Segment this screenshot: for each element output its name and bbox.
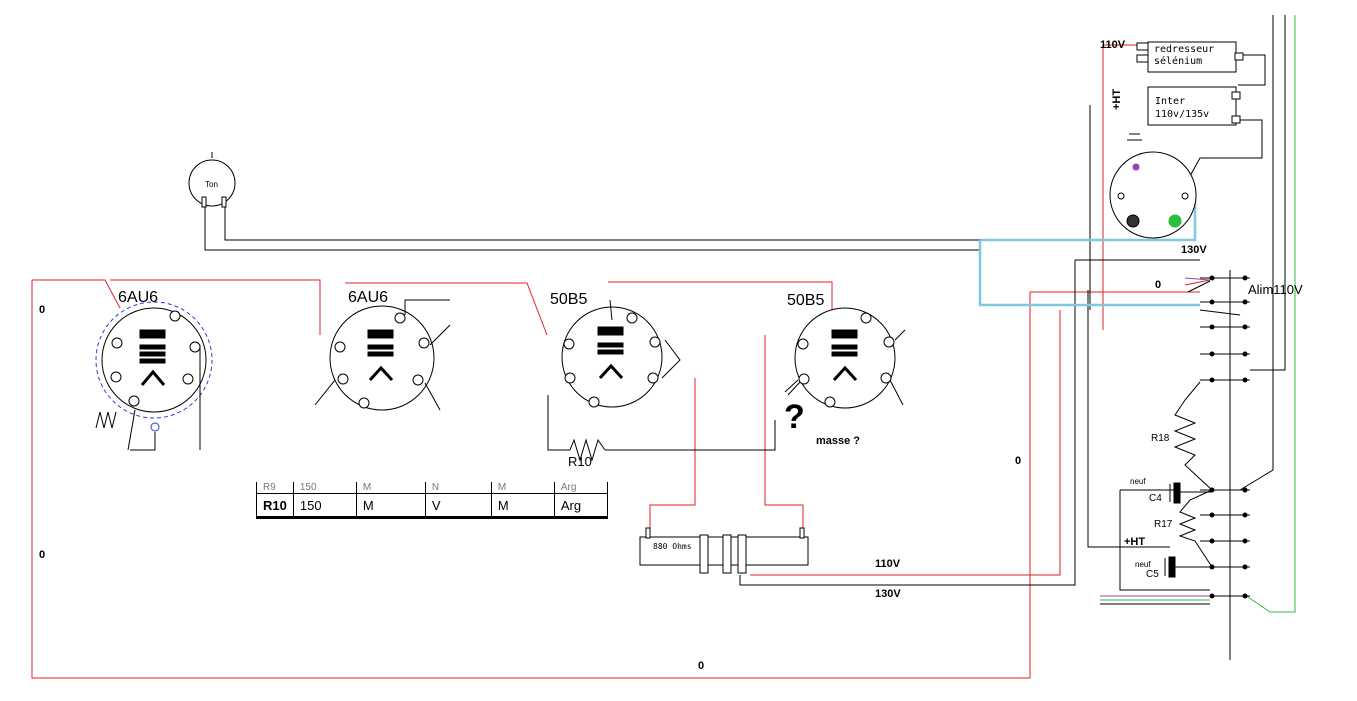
r18-resistor [1173,381,1213,491]
zero-label: 0 [698,660,705,672]
black-wiring [204,15,1286,660]
component-table: R9 150 M N M Arg R10 150 M V M Arg [256,482,608,519]
table-cell: M [355,493,426,519]
table-cell: M [490,493,555,519]
red-wiring [31,44,1200,679]
table-cell: 150 [292,482,357,494]
c4-label: C4 [1149,493,1162,504]
selenium-rectifier-box [1136,41,1244,73]
redresseur-label: redresseur [1154,44,1215,55]
power-socket [1109,133,1197,239]
table-cell: V [424,493,492,519]
table-row: R9 150 M N M Arg [256,482,608,494]
ton-potentiometer [188,152,236,208]
zero-label: 0 [39,549,46,561]
r18-label: R18 [1151,433,1170,444]
tube-label: 50B5 [787,292,825,309]
ohms-label: 880 Ohms [653,542,692,551]
alim-label: Alim110V [1248,282,1303,297]
r10-resistor [569,438,606,462]
plus-ht-label: +HT [1124,536,1146,548]
table-cell: Arg [553,493,608,519]
wire-bundles [1100,277,1211,605]
r17-label: R17 [1154,519,1173,530]
voltage-130-label: 130V [1181,244,1207,256]
voltage-110-label: 110V [875,558,901,570]
tube-label: 6AU6 [348,289,389,306]
r17-resistor [1178,489,1213,568]
c5-capacitor [1164,556,1212,578]
table-row: R10 150 M V M Arg [256,493,608,519]
tube-label: 50B5 [550,291,588,308]
inter-switch-box [1147,86,1241,126]
tube-socket-2 [314,299,451,411]
c5-label: C5 [1146,569,1159,580]
zero-label: 0 [39,304,46,316]
tube-socket-3 [561,299,681,408]
zero-label: 0 [1015,455,1022,467]
question-mark: ? [784,398,805,436]
green-wire [1244,15,1296,613]
voltage-130-label: 130V [875,588,901,600]
cap-tag: neuf [1130,477,1146,486]
tube-label: 6AU6 [118,289,159,306]
tube-socket-4 [784,307,906,409]
table-cell: M [490,482,555,494]
table-cell: 150 [292,493,357,519]
tube-socket-1 [95,301,213,451]
inter-voltage-label: 110v/135v [1155,109,1210,120]
terminal-strip [1200,275,1250,599]
table-cell: R10 [256,493,294,519]
table-cell: Arg [553,482,608,494]
880-ohms-resistor [639,527,809,574]
voltage-110-label: 110V [1100,39,1126,51]
selenium-label: sélénium [1154,56,1203,67]
masse-label: masse ? [816,435,861,447]
inter-label: Inter [1155,96,1186,107]
ton-label: Ton [205,180,218,189]
zero-label: 0 [1155,279,1162,291]
r10-label: R10 [568,454,592,469]
c4-capacitor [1169,482,1212,504]
plus-ht-label: +HT [1111,88,1123,110]
table-cell: N [424,482,492,494]
table-cell: R9 [256,482,294,494]
table-cell: M [355,482,426,494]
cap-tag: neuf [1135,560,1151,569]
